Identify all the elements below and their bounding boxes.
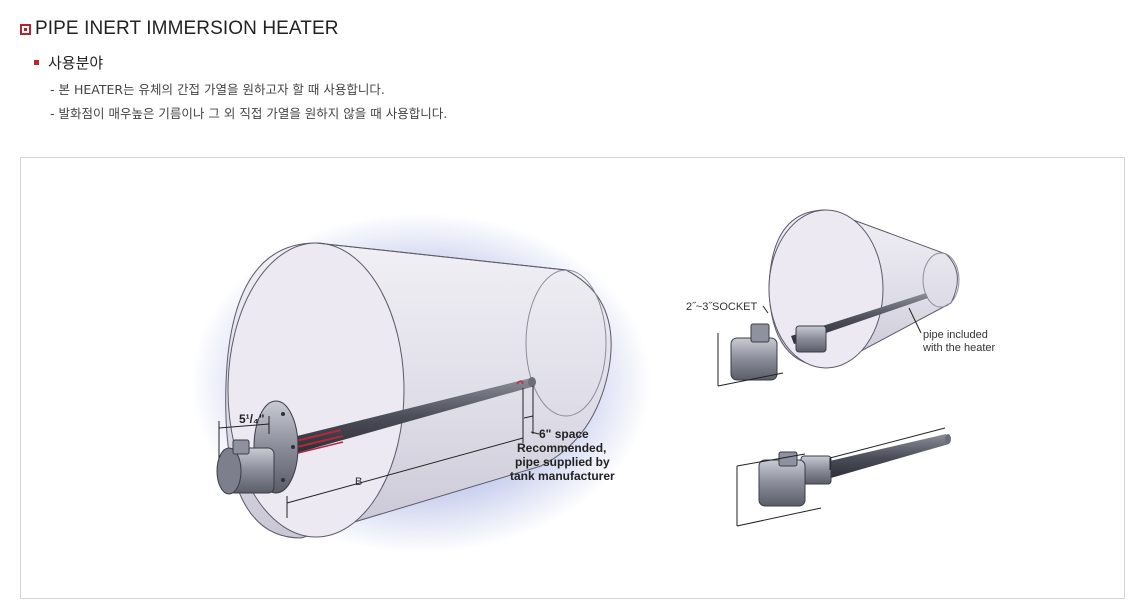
small-tank-illustration: 2˝~3˝SOCKET pipe included with the heate… bbox=[686, 209, 995, 387]
heater-diagram-figure: 5¹/₄" B 6" space Recommended, pipe suppl… bbox=[20, 157, 1125, 599]
standalone-heater-illustration bbox=[736, 427, 951, 527]
section-heading: 사용분야 bbox=[34, 52, 103, 73]
space-note-line-1: 6" space bbox=[539, 427, 589, 441]
pipe-note-line-1: pipe included bbox=[923, 329, 988, 341]
small-terminal-head bbox=[730, 337, 778, 381]
space-note-line-4: tank manufacturer bbox=[510, 469, 615, 483]
usage-line-1: - 본 HEATER는 유체의 간접 가열을 원하고자 할 때 사용합니다. bbox=[50, 82, 385, 97]
socket-label: 2˝~3˝SOCKET bbox=[686, 301, 757, 313]
large-tank-illustration: 5¹/₄" B 6" space Recommended, pipe suppl… bbox=[191, 213, 651, 553]
page-title-row: PIPE INERT IMMERSION HEATER bbox=[20, 18, 339, 40]
bullet-icon bbox=[34, 60, 39, 65]
dimension-label-b: B bbox=[355, 476, 362, 488]
pipe-note-line-2: with the heater bbox=[922, 342, 995, 354]
space-note-line-3: pipe supplied by bbox=[515, 455, 610, 469]
square-bullet-icon bbox=[20, 23, 31, 35]
standalone-terminal-head bbox=[758, 459, 806, 507]
usage-line-2: - 발화점이 매우높은 기름이나 그 외 직접 가열을 원하지 않을 때 사용합… bbox=[50, 106, 448, 121]
space-note-line-2: Recommended, bbox=[517, 441, 606, 455]
large-tank-pipe bbox=[289, 378, 535, 454]
page-title: PIPE INERT IMMERSION HEATER bbox=[35, 18, 339, 39]
heater-diagram: 5¹/₄" B 6" space Recommended, pipe suppl… bbox=[191, 209, 995, 553]
dimension-label-5-1-4: 5¹/₄" bbox=[239, 412, 264, 426]
standalone-heater-pipe bbox=[821, 434, 949, 480]
heating-coils bbox=[295, 429, 344, 454]
section-label: 사용분야 bbox=[48, 54, 104, 72]
dimension-marks bbox=[218, 386, 534, 518]
